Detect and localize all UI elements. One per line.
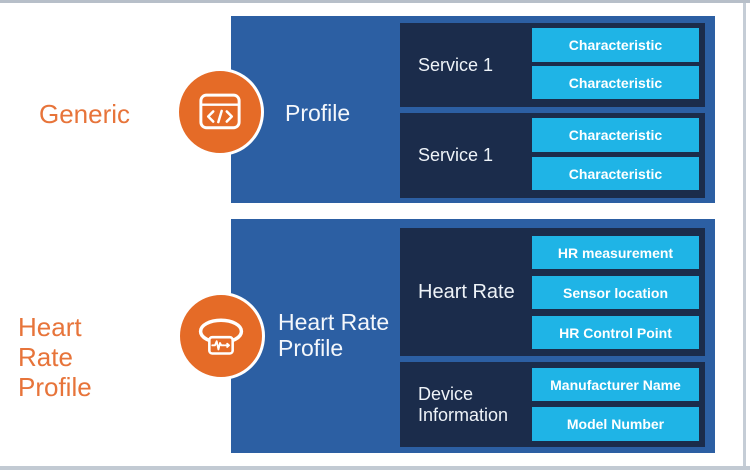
generic-side-label: Generic [39, 99, 131, 129]
frame-top-border [0, 0, 750, 3]
heart-rate-icon-badge [177, 292, 265, 380]
service-box: Service 1 Characteristic Characteristic [400, 113, 705, 198]
service-name-label: Heart Rate [418, 280, 515, 303]
generic-icon-badge [176, 68, 264, 156]
service-box: Device Information Manufacturer Name Mod… [400, 362, 705, 447]
generic-profile-panel: Profile Service 1 Characteristic Charact… [231, 16, 715, 203]
characteristic-button: Characteristic [532, 157, 699, 190]
characteristic-button: HR Control Point [532, 316, 699, 349]
heart-rate-panel-title: Heart Rate Profile [278, 309, 390, 361]
characteristic-button: Sensor location [532, 276, 699, 309]
service-name-label: Device Information [418, 383, 509, 425]
characteristic-button: HR measurement [532, 236, 699, 269]
service-box: Heart Rate HR measurement Sensor locatio… [400, 228, 705, 356]
service-name-label: Service 1 [418, 145, 494, 165]
generic-panel-title: Profile [285, 100, 351, 126]
heart-rate-profile-panel: Heart Rate Profile Heart Rate HR measure… [231, 219, 715, 453]
code-window-icon [199, 93, 241, 130]
characteristic-button: Model Number [532, 407, 699, 441]
frame-right-border [743, 3, 746, 466]
frame-bottom-border [0, 466, 750, 470]
characteristic-button: Characteristic [532, 28, 699, 62]
service-name-label: Service 1 [418, 54, 494, 75]
characteristic-button: Characteristic [532, 118, 699, 152]
heart-rate-side-label: Heart Rate Profile [18, 312, 92, 402]
fitness-band-icon [198, 318, 244, 355]
characteristic-button: Characteristic [532, 66, 699, 99]
service-box: Service 1 Characteristic Characteristic [400, 23, 705, 107]
characteristic-button: Manufacturer Name [532, 368, 699, 401]
